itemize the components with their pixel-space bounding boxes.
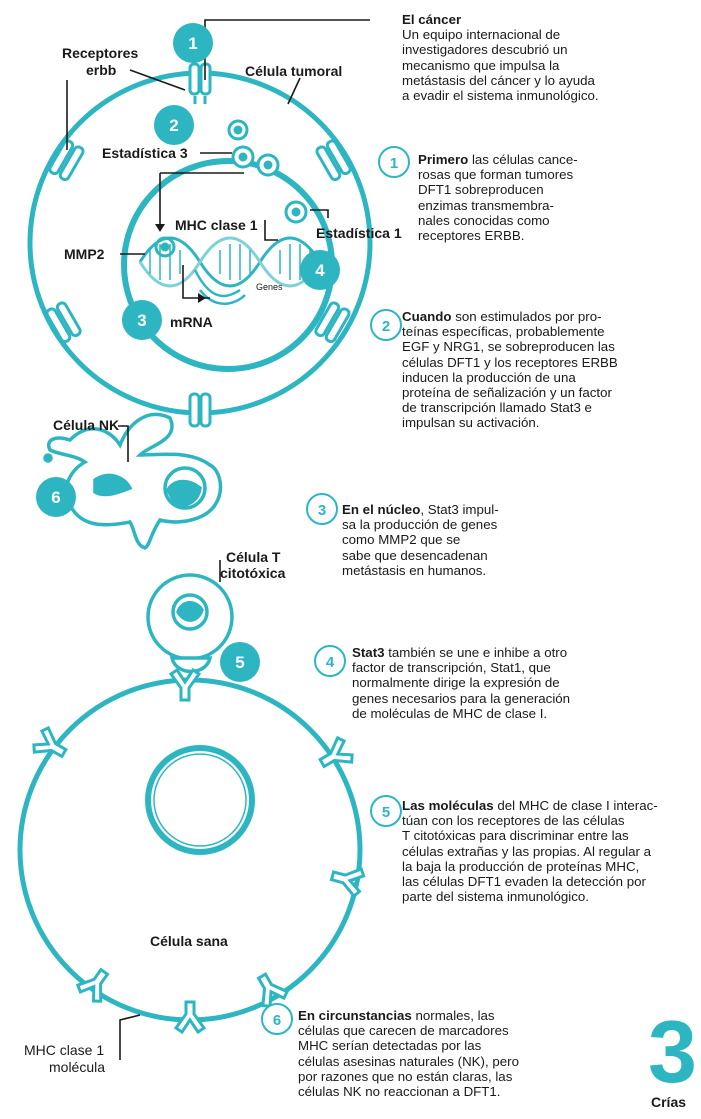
- step-line: células DFT1 y los receptores ERBB: [402, 354, 618, 370]
- step-number-1: 1: [390, 155, 398, 172]
- step-2-lead: Cuando: [402, 309, 452, 324]
- step-6-first: normales, las: [411, 1008, 495, 1023]
- step-line: células asesinas naturales (NK), pero: [298, 1053, 519, 1069]
- label-estadistica3: Estadística 3: [102, 145, 188, 161]
- label-celula-nk: Célula NK: [53, 417, 119, 433]
- step-line: rosas que forman tumores: [418, 167, 574, 183]
- step-5-first: del MHC de clase I interac-: [493, 798, 658, 813]
- step-number-4: 4: [326, 654, 335, 671]
- step-line: T citotóxicas para discriminar entre las: [402, 828, 629, 844]
- step-line: sa la producción de genes: [342, 517, 498, 533]
- step-3-lead: En el núcleo: [342, 502, 421, 517]
- step-1-text: Primero las células cance- rosas que for…: [418, 152, 578, 243]
- crias-label: Crías: [651, 1094, 687, 1110]
- step-line: de moléculas de MHC de clase I.: [352, 705, 548, 721]
- step-line: impulsan su activación.: [402, 415, 540, 431]
- label-erbb: erbb: [86, 62, 116, 78]
- step-line: factor de transcripción, Stat1, que: [352, 660, 551, 676]
- intro-title: El cáncer: [402, 12, 462, 27]
- label-celula-tumoral: Célula tumoral: [245, 63, 342, 79]
- step-3-text: En el núcleo, Stat3 impul- sa la producc…: [342, 502, 499, 578]
- diagram-number-6: 6: [51, 488, 60, 507]
- diagram-number-1: 1: [188, 34, 197, 53]
- step-line: normalmente dirige la expresión de: [352, 675, 560, 691]
- diagram-number-2: 2: [169, 116, 178, 135]
- nk-cell: [43, 412, 223, 550]
- t-cell: [146, 573, 234, 674]
- step-4-lead: Stat3: [352, 645, 385, 660]
- step-line: metástasis en humanos.: [342, 562, 487, 578]
- step-line: enzimas transmembra-: [418, 197, 554, 213]
- step-line: proteína de señalización y un factor: [402, 385, 612, 401]
- intro-block: El cáncer Un equipo internacional de inv…: [402, 12, 599, 103]
- diagram-number-badges: [36, 23, 340, 682]
- label-mmp2: MMP2: [64, 246, 105, 262]
- label-celula-t: Célula T: [226, 549, 281, 565]
- step-line: túan con los receptores de las células: [402, 813, 625, 829]
- intro-line: mecanismo que impulsa la: [402, 57, 560, 73]
- intro-line: a evadir el sistema inmunológico.: [402, 88, 599, 104]
- step-number-5: 5: [382, 804, 390, 821]
- step-line: células NK no reaccionan a DFT1.: [298, 1084, 501, 1100]
- step-6-lead: En circunstancias: [298, 1008, 412, 1023]
- step-line: genes necesarios para la generación: [352, 690, 571, 706]
- step-line: inducen la producción de una: [402, 369, 576, 385]
- step-line: por razones que no están claras, las: [298, 1068, 513, 1084]
- step-line: sabe que desencadenan: [342, 547, 488, 563]
- step-1-lead: Primero: [418, 152, 469, 167]
- diagram-number-4: 4: [315, 261, 325, 280]
- label-molecula: molécula: [49, 1059, 105, 1075]
- label-mrna: mRNA: [170, 314, 213, 330]
- label-mhc-clase1: MHC clase 1: [175, 217, 258, 233]
- intro-line: investigadores descubrió un: [402, 42, 568, 58]
- step-line: la baja la producción de proteínas MHC,: [402, 858, 640, 874]
- diagram-number-3: 3: [137, 311, 146, 330]
- step-line: como MMP2 que se: [342, 532, 461, 548]
- step-line: DFT1 sobreproducen: [418, 182, 544, 198]
- step-line: receptores ERBB.: [418, 228, 525, 244]
- step-3-first: , Stat3 impul-: [420, 502, 499, 517]
- intro-line: Un equipo internacional de: [402, 27, 561, 43]
- erbb-receptors: [45, 62, 352, 428]
- step-4-text: Stat3 también se une e inhibe a otro fac…: [352, 645, 570, 721]
- leader-lines: [66, 19, 370, 1060]
- step-line: teínas específicas, probablemente: [402, 324, 605, 340]
- step-5-lead: Las moléculas: [402, 798, 494, 813]
- step-line: las células DFT1 evaden la detección por: [402, 874, 646, 890]
- label-citotoxica: citotóxica: [220, 565, 286, 581]
- label-mhc-clase1-mol: MHC clase 1: [24, 1042, 104, 1058]
- healthy-cell: [17, 677, 363, 1023]
- step-2-text: Cuando son estimulados por pro- teínas e…: [402, 309, 618, 431]
- step-line: de transcripción llamado Stat3 e: [402, 400, 592, 416]
- label-genes: Genes: [256, 282, 283, 292]
- big-number-3: 3: [648, 1002, 697, 1101]
- label-receptores: Receptores: [62, 45, 138, 61]
- step-line: EGF y NRG1, se sobreproducen las: [402, 339, 615, 355]
- dna-helix: [138, 236, 322, 305]
- step-2-first: son estimulados por pro-: [451, 309, 602, 324]
- diagram-number-5: 5: [235, 653, 244, 672]
- step-6-text: En circunstancias normales, las células …: [298, 1008, 519, 1099]
- step-line: nales conocidas como: [418, 212, 550, 228]
- step-4-first: también se une e inhibe a otro: [384, 645, 568, 660]
- mhc-molecules: [32, 667, 366, 1035]
- step-line: células que carecen de marcadores: [298, 1023, 509, 1039]
- step-5-text: Las moléculas del MHC de clase I interac…: [402, 798, 658, 904]
- label-celula-sana: Célula sana: [150, 933, 228, 949]
- label-estadistica1: Estadística 1: [316, 225, 402, 241]
- step-number-6: 6: [273, 1012, 281, 1029]
- step-line: MHC serían detectadas por las: [298, 1038, 482, 1054]
- step-1-first: las células cance-: [468, 152, 578, 167]
- step-line: parte del sistema inmunológico.: [402, 889, 589, 905]
- step-number-2: 2: [382, 318, 390, 335]
- step-line: células extrañas y las propias. Al regul…: [402, 843, 652, 859]
- step-number-circles: [261, 146, 410, 1035]
- step-number-3: 3: [318, 502, 326, 519]
- intro-line: metástasis del cáncer y lo ayuda: [402, 72, 595, 88]
